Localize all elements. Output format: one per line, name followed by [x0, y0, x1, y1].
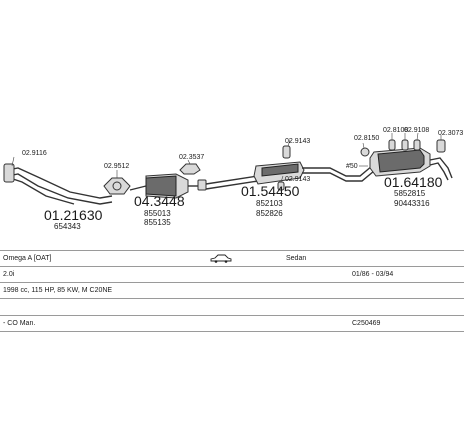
oem-number: 654343 [54, 222, 81, 231]
oem-number: 855013 [144, 209, 171, 218]
info-row-spec: 1998 cc, 115 HP, 85 KW, M C20NE [0, 283, 464, 299]
variant: - CO Man. [3, 320, 36, 327]
oem-number: 90443316 [394, 199, 430, 208]
small-part-number: 02.8108 [383, 127, 408, 134]
middle-pipe[interactable] [197, 175, 259, 191]
part-number-catalyst: 04.3448 [134, 193, 185, 209]
oem-number: 855135 [144, 218, 171, 227]
body-type: Sedan [286, 255, 307, 262]
part-number-rear-silencer: 01.64180 [384, 174, 443, 190]
vehicle-code: C250469 [352, 320, 381, 327]
small-part-number: 02.9512 [104, 163, 129, 170]
front-pipe[interactable] [3, 163, 113, 205]
small-part-number: 02.3537 [179, 154, 204, 161]
small-part-number: 02.8150 [354, 135, 379, 142]
catalyst[interactable] [129, 173, 198, 199]
small-part-number: 02.9143 [285, 138, 310, 145]
front-flange[interactable] [103, 177, 131, 195]
date-range: 01/86 - 03/94 [352, 271, 394, 278]
mount-label: #50 [346, 163, 358, 170]
oem-number: 852103 [256, 199, 283, 208]
middle-silencer-rubber[interactable] [282, 145, 291, 159]
vehicle-model: Omega A [OAT] [3, 255, 52, 262]
small-part-number: 02.3073 [438, 130, 463, 137]
sedan-car-icon [210, 254, 232, 263]
rear-silencer-rubbers[interactable] [360, 139, 446, 157]
middle-silencer[interactable] [253, 161, 305, 185]
engine: 2.0i [3, 271, 15, 278]
small-part-number: 02.9143 [285, 176, 310, 183]
part-number-front-pipe: 01.21630 [44, 207, 103, 223]
rear-pipe[interactable] [302, 165, 375, 182]
rear-silencer[interactable] [369, 147, 453, 181]
exhaust-diagram: 02.9116 02.9512 02.3537 02.9143 02.9143 … [3, 127, 463, 231]
small-part-number: 02.9116 [22, 150, 47, 157]
leader-lines [11, 132, 442, 183]
info-row-engine: 2.0i 01/86 - 03/94 [0, 267, 464, 283]
catalyst-hanger[interactable] [179, 163, 201, 175]
vehicle-info-table: Omega A [OAT] Sedan 2.0i 01/86 - 03/94 1… [0, 250, 464, 332]
oem-number: 5852815 [394, 189, 426, 198]
info-row-variant: - CO Man. C250469 [0, 315, 464, 332]
info-row-model: Omega A [OAT] Sedan [0, 250, 464, 267]
part-number-middle-silencer: 01.54450 [241, 183, 300, 199]
oem-number: 852826 [256, 209, 283, 218]
engine-spec: 1998 cc, 115 HP, 85 KW, M C20NE [3, 287, 113, 294]
small-part-number: 02.9108 [404, 127, 429, 134]
